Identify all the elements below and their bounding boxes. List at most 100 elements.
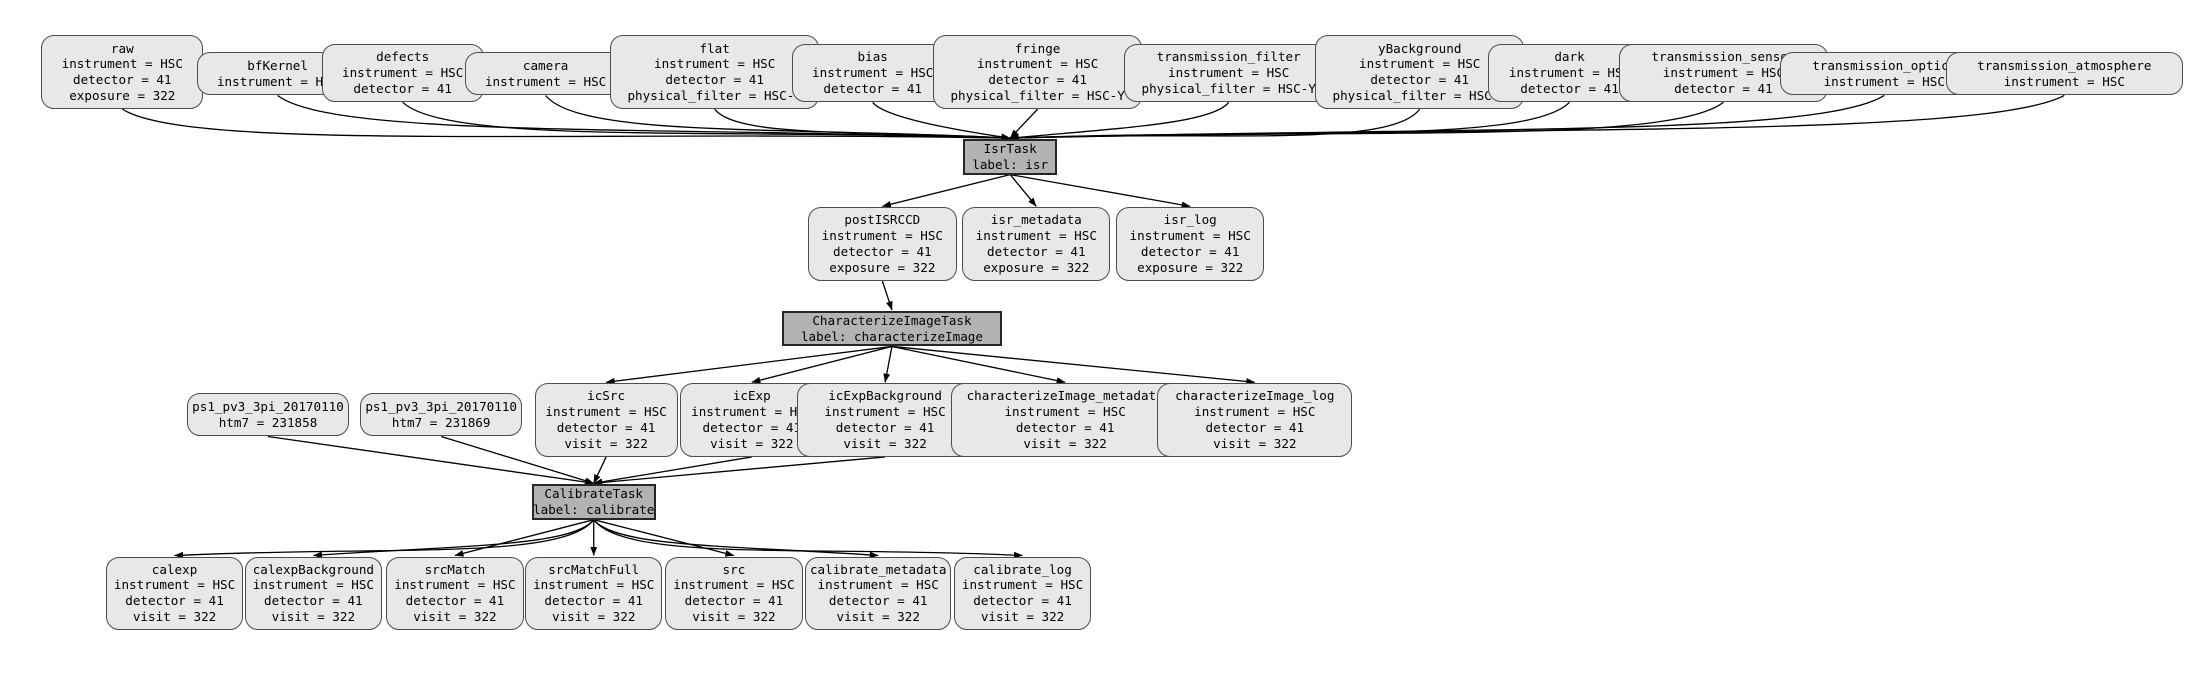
node-dimension: visit = 322 (1023, 435, 1107, 451)
node-dimension: instrument = HSC (2003, 73, 2125, 89)
node-dimension: physical_filter = HSC-Y (627, 88, 802, 104)
edge-CalibrateTask-to-calibrate_metadata (593, 519, 879, 559)
node-dimension: detector = 41 (556, 420, 656, 436)
node-dimension: instrument = HSC (1004, 404, 1126, 420)
node-title: camera (522, 57, 569, 73)
node-title: srcMatchFull (548, 561, 640, 577)
node-dimension: instrument = HSC (1194, 404, 1316, 420)
node-dimension: detector = 41 (125, 593, 224, 609)
node-title: icExp (732, 388, 771, 404)
node-title: transmission_optics (1812, 57, 1957, 73)
node-dimension: instrument = HSC (394, 577, 516, 593)
node-dimension: instrument = HSC (484, 73, 607, 89)
node-dimension: detector = 41 (1520, 80, 1619, 96)
node-dimension: detector = 41 (1370, 72, 1469, 88)
node-dimension: instrument = HSC (545, 404, 667, 420)
edge-CharacterizeImageTask-to-characterizeImage_metadata (891, 345, 1066, 384)
node-dimension: detector = 41 (1015, 420, 1115, 436)
node-dimension: visit = 322 (564, 435, 648, 451)
node-dimension: physical_filter = HSC-Y (1141, 80, 1316, 96)
node-dimension: instrument = HSC (1823, 73, 1945, 89)
node-title: ps1_pv3_3pi_20170110 (192, 398, 344, 414)
node-dimension: visit = 322 (413, 609, 497, 625)
edge-postISRCCD-to-CharacterizeImageTask (881, 280, 893, 311)
node-dimension: visit = 322 (980, 609, 1065, 625)
node-dimension: detector = 41 (665, 72, 764, 88)
node-dimension: detector = 41 (353, 80, 452, 96)
edge-CalibrateTask-to-srcMatch (454, 519, 594, 557)
node-dimension: instrument = HSC (824, 404, 946, 420)
node-title: defects (376, 49, 430, 65)
node-dimension: instrument = HSC (673, 577, 795, 593)
edge-CalibrateTask-to-calexp (174, 519, 595, 559)
node-dimension: detector = 41 (1674, 80, 1773, 96)
node-title: raw (110, 40, 134, 56)
node-dimension: detector = 41 (1140, 244, 1240, 260)
node-dimension: label: calibrate (533, 501, 655, 517)
node-title: icExpBackground (828, 388, 942, 404)
node-dimension: instrument = HSC (975, 228, 1097, 244)
node-dimension: visit = 322 (836, 609, 920, 625)
edge-CharacterizeImageTask-to-characterizeImage_log (891, 345, 1256, 385)
node-dimension: exposure = 322 (983, 259, 1090, 275)
node-dimension: exposure = 322 (69, 88, 176, 104)
node-dimension: visit = 322 (692, 609, 776, 625)
edge-raw-to-IsrTask (121, 108, 1011, 142)
node-dimension: exposure = 322 (1137, 259, 1244, 275)
node-dimension: detector = 41 (73, 72, 172, 88)
node-dimension: visit = 322 (710, 435, 794, 451)
node-title: characterizeImage_log (1175, 388, 1335, 404)
node-title: calibrate_log (973, 561, 1072, 577)
node-title: calexp (151, 561, 198, 577)
node-dimension: instrument = HSC (533, 577, 655, 593)
edge-CalibrateTask-to-calibrate_log (593, 519, 1023, 559)
node-dimension: instrument = HSC (812, 65, 934, 81)
edge-CalibrateTask-to-calexpBackground (312, 519, 595, 559)
node-dimension: visit = 322 (132, 609, 217, 625)
node-title: isr_log (1163, 212, 1217, 228)
node-title: fringe (1014, 40, 1061, 56)
edge-icExp-to-CalibrateTask (593, 456, 752, 486)
node-dimension: detector = 41 (544, 593, 643, 609)
node-title: IsrTask (983, 141, 1037, 156)
node-dimension: instrument = HSC (817, 577, 939, 593)
edge-IsrTask-to-isr_metadata (1009, 174, 1037, 207)
node-title: calibrate_metadata (809, 561, 947, 577)
node-dimension: physical_filter = HSC-Y (1332, 88, 1507, 104)
node-dimension: detector = 41 (702, 420, 802, 436)
node-dimension: instrument = HSC (1662, 65, 1785, 81)
node-dimension: instrument = HSC (252, 577, 375, 593)
edge-yBackground-to-IsrTask (1009, 108, 1421, 142)
node-dimension: label: characterizeImage (800, 328, 983, 344)
edge-flat-to-IsrTask (714, 108, 1011, 142)
node-title: characterizeImage_metadata (966, 388, 1164, 404)
node-title: src (722, 561, 746, 577)
